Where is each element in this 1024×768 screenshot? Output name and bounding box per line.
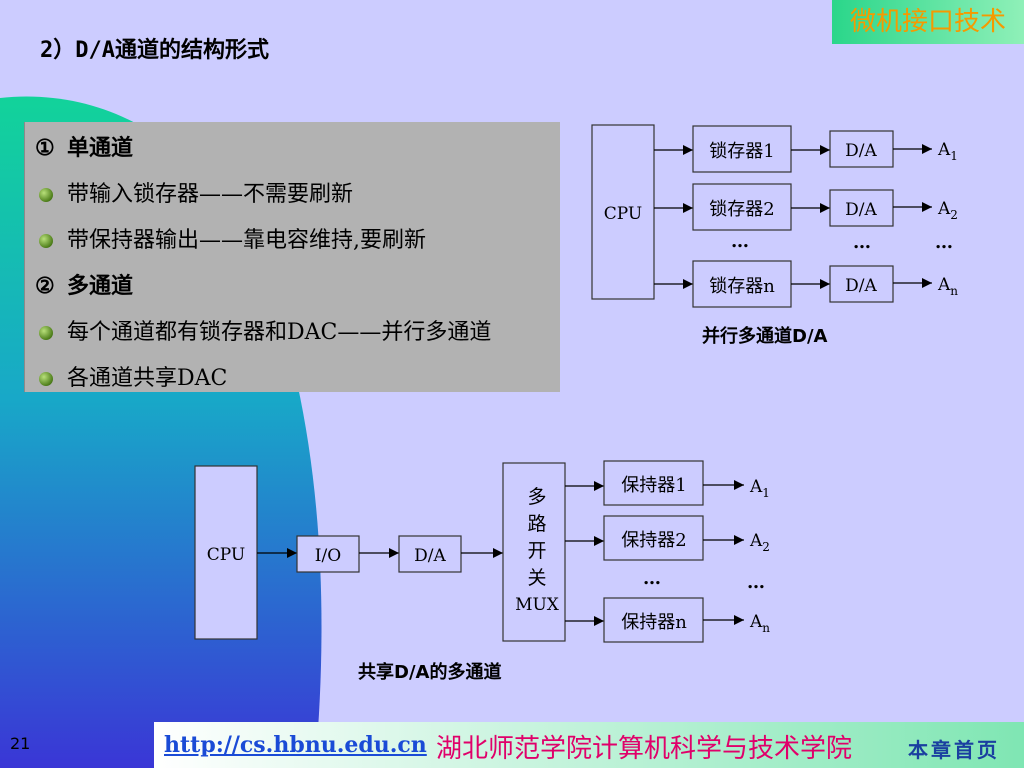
latch-box-2 bbox=[692, 183, 792, 231]
shared-da-label: D/A bbox=[414, 546, 446, 566]
parallel-cpu-label: CPU bbox=[604, 204, 642, 224]
green-bullet-icon bbox=[39, 326, 53, 340]
shared-output-a1: A1 bbox=[749, 477, 770, 500]
chapter-home-button[interactable]: 本章首页 bbox=[908, 738, 1000, 762]
parallel-diagram: CPU 锁存器1 锁存器2 锁存器n D/A D/A D/A A1 A2 An … bbox=[591, 124, 958, 308]
green-bullet-icon bbox=[39, 234, 53, 248]
latch-label-1: 锁存器1 bbox=[709, 141, 774, 162]
da-label-1: D/A bbox=[845, 141, 877, 161]
da-label-2: D/A bbox=[845, 200, 877, 220]
da-box-2 bbox=[829, 189, 894, 227]
mux-char-4: 关 bbox=[527, 567, 546, 589]
parallel-cpu-box bbox=[591, 124, 655, 300]
bullet-box: ① 单通道 带输入锁存器——不需要刷新 带保持器输出——靠电容维持,要刷新 ② 多通… bbox=[24, 122, 560, 392]
parallel-diagram-caption: 并行多通道D/A bbox=[702, 326, 828, 347]
latch-box-1 bbox=[692, 125, 792, 173]
holder-label-1: 保持器1 bbox=[621, 475, 686, 496]
mux-label: MUX bbox=[515, 595, 560, 615]
bullet-text: 带保持器输出——靠电容维持,要刷新 bbox=[67, 228, 426, 253]
shared-diagram-caption: 共享D/A的多通道 bbox=[358, 662, 502, 683]
shared-output-an: An bbox=[749, 612, 770, 635]
mux-box bbox=[502, 462, 566, 642]
da-label-n: D/A bbox=[845, 276, 877, 296]
circled-number-2: ② bbox=[35, 273, 55, 299]
ellipsis-shared-out: … bbox=[747, 572, 765, 593]
bullet-heading-multi: ② 多通道 bbox=[35, 268, 133, 300]
bullet-text: 各通道共享DAC bbox=[67, 366, 228, 391]
bullet-text: 每个通道都有锁存器和DAC——并行多通道 bbox=[67, 320, 492, 345]
ellipsis-out: … bbox=[935, 232, 953, 253]
ellipsis-da: … bbox=[853, 232, 871, 253]
latch-box-n bbox=[692, 260, 792, 308]
holder-box-1 bbox=[603, 460, 704, 506]
latch-label-2: 锁存器2 bbox=[709, 199, 774, 220]
da-box-n bbox=[829, 265, 894, 303]
holder-box-n bbox=[603, 597, 704, 643]
green-bullet-icon bbox=[39, 188, 53, 202]
ellipsis-holder: … bbox=[643, 568, 661, 589]
io-label: I/O bbox=[315, 546, 341, 566]
output-label-an: An bbox=[937, 275, 958, 298]
output-label-a1: A1 bbox=[937, 140, 958, 163]
shared-output-a2: A2 bbox=[749, 531, 770, 554]
holder-box-2 bbox=[603, 515, 704, 561]
bullet-heading-single: ① 单通道 bbox=[35, 130, 133, 162]
bullet-item: 每个通道都有锁存器和DAC——并行多通道 bbox=[35, 314, 491, 346]
circled-number-1: ① bbox=[35, 135, 55, 161]
website-link[interactable]: http://cs.hbnu.edu.cn bbox=[164, 732, 427, 758]
footer-bar: http://cs.hbnu.edu.cn 湖北师范学院计算机科学与技术学院 本… bbox=[154, 722, 1024, 768]
bullet-text: 带输入锁存器——不需要刷新 bbox=[67, 182, 354, 207]
output-label-a2: A2 bbox=[937, 199, 958, 222]
holder-label-n: 保持器n bbox=[621, 612, 687, 633]
bullet-item: 带输入锁存器——不需要刷新 bbox=[35, 176, 353, 208]
shared-da-box bbox=[398, 535, 462, 573]
bullet-item: 各通道共享DAC bbox=[35, 360, 227, 392]
holder-label-2: 保持器2 bbox=[621, 530, 686, 551]
io-box bbox=[296, 535, 360, 573]
slide-title: 2）D/A通道的结构形式 bbox=[40, 38, 269, 63]
mux-char-1: 多 bbox=[527, 486, 546, 508]
course-name-badge: 微机接口技术 bbox=[832, 0, 1024, 44]
page-number: 21 bbox=[10, 734, 31, 753]
shared-cpu-box bbox=[194, 465, 258, 640]
ellipsis-latch: … bbox=[731, 231, 749, 252]
bullet-text: 单通道 bbox=[67, 135, 134, 161]
bullet-text: 多通道 bbox=[67, 273, 134, 299]
shared-diagram: CPU I/O D/A 多 路 开 关 MUX 保持器1 保持器2 保持器n A… bbox=[194, 460, 770, 643]
shared-cpu-label: CPU bbox=[207, 545, 245, 565]
latch-label-n: 锁存器n bbox=[709, 276, 775, 297]
school-name: 湖北师范学院计算机科学与技术学院 bbox=[436, 734, 853, 764]
bullet-item: 带保持器输出——靠电容维持,要刷新 bbox=[35, 222, 426, 254]
mux-char-2: 路 bbox=[527, 513, 546, 535]
green-bullet-icon bbox=[39, 372, 53, 386]
mux-char-3: 开 bbox=[527, 540, 546, 562]
